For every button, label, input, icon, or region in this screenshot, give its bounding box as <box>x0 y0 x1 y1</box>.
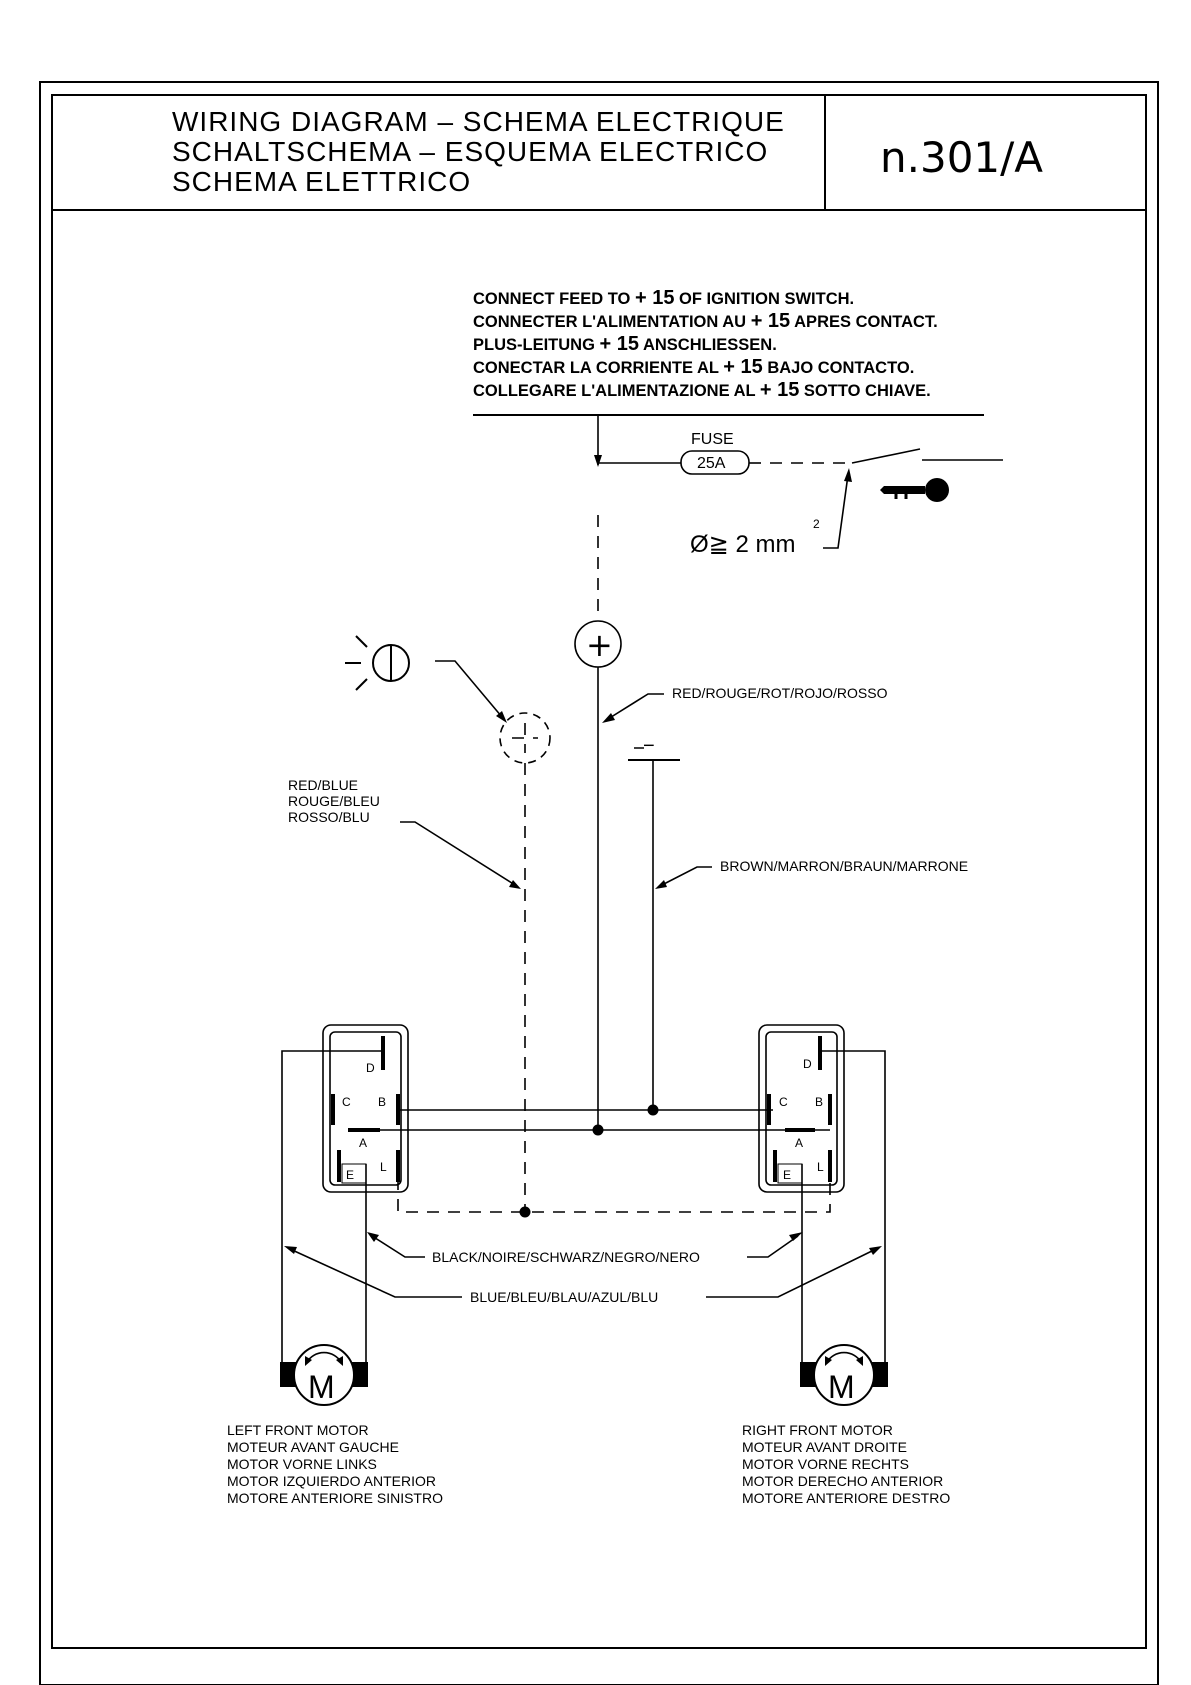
title-line-3: SCHEMA ELETTRICO <box>172 166 471 197</box>
wire-section-label: Ø≧ 2 mm <box>690 531 795 558</box>
left-pin-b: B <box>378 1095 386 1109</box>
right-motor-caption: RIGHT FRONT MOTOR MOTEUR AVANT DROITE MO… <box>742 1422 950 1506</box>
blue-wire-label: BLUE/BLEU/BLAU/AZUL/BLU <box>284 1246 882 1305</box>
brown-wire-text: BROWN/MARRON/BRAUN/MARRONE <box>720 858 968 874</box>
blue-wire-text: BLUE/BLEU/BLAU/AZUL/BLU <box>470 1289 658 1305</box>
brown-wire-label: BROWN/MARRON/BRAUN/MARRONE <box>655 858 968 889</box>
feed-note: CONNECT FEED TO + 15 OF IGNITION SWITCH.… <box>473 287 984 416</box>
left-pin-e: E <box>346 1168 354 1182</box>
red-blue-text-2: ROUGE/BLEU <box>288 793 380 809</box>
ignition-switch-contact <box>851 448 921 464</box>
feed-note-line-2: CONNECTER L'ALIMENTATION AU + 15 APRES C… <box>473 310 938 332</box>
left-motor-caption: LEFT FRONT MOTOR MOTEUR AVANT GAUCHE MOT… <box>227 1422 443 1506</box>
right-pin-b: B <box>815 1095 823 1109</box>
fuse-symbol: FUSE 25A <box>680 431 750 475</box>
title-line-1: WIRING DIAGRAM – SCHEMA ELECTRIQUE <box>172 106 785 137</box>
red-blue-wire-label: RED/BLUE ROUGE/BLEU ROSSO/BLU <box>288 777 521 889</box>
left-pin-c: C <box>342 1095 351 1109</box>
lamp-circuit <box>345 635 551 1212</box>
left-pin-l: L <box>380 1160 387 1174</box>
drawing-frame <box>39 81 1159 1685</box>
left-motor-caption-1: LEFT FRONT MOTOR <box>227 1422 369 1438</box>
lamp-positive-terminal <box>499 712 551 764</box>
right-motor-symbol: M <box>828 1369 855 1405</box>
feed-note-line-4: CONECTAR LA CORRIENTE AL + 15 BAJO CONTA… <box>473 356 914 378</box>
right-pin-l: L <box>817 1160 824 1174</box>
black-wire-label: BLACK/NOIRE/SCHWARZ/NEGRO/NERO <box>367 1232 803 1265</box>
right-pin-e: E <box>783 1168 791 1182</box>
positive-terminal-sign: + <box>586 626 613 664</box>
left-motor-caption-2: MOTEUR AVANT GAUCHE <box>227 1439 399 1455</box>
left-motor: M <box>280 1344 368 1406</box>
left-pin-a: A <box>359 1136 367 1150</box>
title-line-2: SCHALTSCHEMA – ESQUEMA ELECTRICO <box>172 136 768 167</box>
right-pin-d: D <box>803 1057 812 1071</box>
left-motor-caption-4: MOTOR IZQUIERDO ANTERIOR <box>227 1473 436 1489</box>
feed-circuit: FUSE 25A Ø≧ 2 mm 2 + <box>574 415 1003 1130</box>
right-motor-caption-5: MOTORE ANTERIORE DESTRO <box>742 1490 950 1506</box>
fuse-rating: 25A <box>697 455 726 472</box>
title-block: WIRING DIAGRAM – SCHEMA ELECTRIQUE SCHAL… <box>172 106 1043 197</box>
right-pin-a: A <box>795 1136 803 1150</box>
right-pin-c: C <box>779 1095 788 1109</box>
ignition-key-icon <box>880 478 949 502</box>
red-blue-text-1: RED/BLUE <box>288 777 358 793</box>
red-blue-text-3: ROSSO/BLU <box>288 809 370 825</box>
right-switch: D C B A E L <box>758 1024 886 1373</box>
right-motor-caption-1: RIGHT FRONT MOTOR <box>742 1422 893 1438</box>
left-motor-caption-5: MOTORE ANTERIORE SINISTRO <box>227 1490 443 1506</box>
ground-terminal-sign: − <box>643 735 655 757</box>
left-switch: D C B A E L <box>281 1024 409 1373</box>
diagram-number: n.301/A <box>880 133 1043 182</box>
left-motor-caption-3: MOTOR VORNE LINKS <box>227 1456 377 1472</box>
right-motor-caption-2: MOTEUR AVANT DROITE <box>742 1439 907 1455</box>
left-motor-symbol: M <box>308 1369 335 1405</box>
red-wire-label: RED/ROUGE/ROT/ROJO/ROSSO <box>602 685 888 723</box>
ground-circuit: − <box>628 735 680 1110</box>
right-motor-caption-3: MOTOR VORNE RECHTS <box>742 1456 909 1472</box>
feed-note-line-5: COLLEGARE L'ALIMENTAZIONE AL + 15 SOTTO … <box>473 379 931 401</box>
black-wire-text: BLACK/NOIRE/SCHWARZ/NEGRO/NERO <box>432 1249 700 1265</box>
switch-bus <box>352 1104 831 1218</box>
left-pin-d: D <box>366 1061 375 1075</box>
lamp-icon <box>345 635 410 691</box>
feed-note-line-1: CONNECT FEED TO + 15 OF IGNITION SWITCH. <box>473 287 854 309</box>
red-wire-text: RED/ROUGE/ROT/ROJO/ROSSO <box>672 685 888 701</box>
fuse-label: FUSE <box>691 431 734 448</box>
right-motor: M <box>800 1344 888 1406</box>
right-motor-caption-4: MOTOR DERECHO ANTERIOR <box>742 1473 943 1489</box>
wire-section-exponent: 2 <box>813 517 820 531</box>
feed-note-line-3: PLUS-LEITUNG + 15 ANSCHLIESSEN. <box>473 333 777 355</box>
